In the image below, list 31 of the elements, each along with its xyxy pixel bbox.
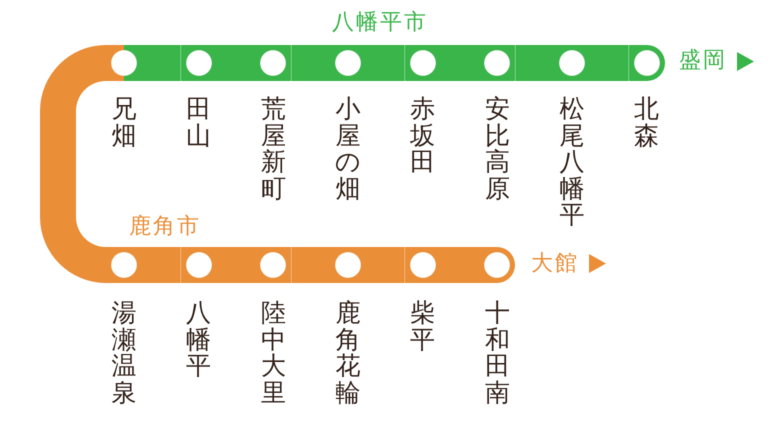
station-name: 荒屋新町: [260, 96, 286, 202]
rail-line: [366, 45, 405, 81]
station-name: 柴平: [410, 300, 436, 353]
rail-line: [216, 247, 256, 283]
station-name: 小屋の畑: [335, 96, 361, 202]
station-name: 八幡平: [186, 300, 212, 380]
area-label: 大館: [531, 253, 579, 275]
station-name: 松尾八幡平: [559, 96, 585, 228]
area-label: 盛岡: [679, 50, 727, 72]
rail-line: [216, 45, 256, 81]
station-name: 十和田南: [484, 300, 510, 406]
rail-line: [440, 45, 480, 81]
station-name: 田山: [186, 96, 212, 149]
area-label: 鹿角市: [129, 216, 201, 238]
rail-line: [291, 45, 330, 81]
rail-line: [366, 247, 405, 283]
rail-line: [291, 247, 330, 283]
area-label: 八幡平市: [332, 12, 428, 34]
station-name: 湯瀬温泉: [111, 300, 137, 406]
rail-line: [440, 247, 480, 283]
station-name: 赤坂田: [410, 96, 436, 176]
rail-line: [590, 45, 629, 81]
rail-line: [142, 247, 181, 283]
station-name: 安比高原: [484, 96, 510, 202]
station-name: 北森: [634, 96, 660, 149]
station-name: 兄畑: [111, 96, 137, 149]
rail-line: [515, 45, 554, 81]
rail-line: [40, 45, 106, 283]
rail-line: [142, 45, 181, 81]
station-name: 陸中大里: [260, 300, 286, 406]
station-name: 鹿角花輪: [335, 300, 361, 406]
